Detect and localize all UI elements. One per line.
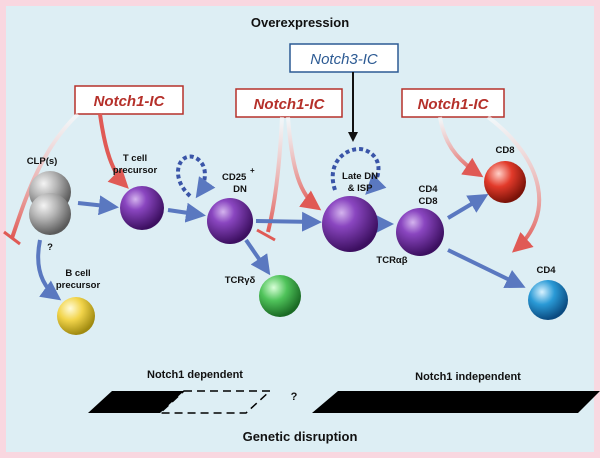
label-cd4-top: CD4 [418,184,438,195]
notch1-ic-box-left: Notch1-IC [74,85,184,115]
label-cd25: CD25 + [222,166,255,183]
red-arrow-to-cd4 [486,115,542,253]
label-clp: CLP(s) [27,156,58,167]
label-cd4: CD4 [536,265,556,276]
title-overexpression: Overexpression [251,15,349,30]
red-arrow-to-cd8 [438,116,484,178]
red-arrow-to-t-precursor [98,113,129,189]
b-precursor-cell [57,297,95,335]
arrow-clp-to-b-precursor [36,239,62,301]
tcr-gd-cell [259,275,301,317]
notch1-dependent-dashed-bar [158,390,272,414]
label-cd25-plus: + [250,166,255,175]
notch3-ic-box: Notch3-IC [289,43,399,73]
notch3-ic-label: Notch3-IC [310,51,378,68]
notch1-independent-bar [312,391,600,413]
arrow-cd4cd8-to-cd8 [446,193,489,220]
cd8-cell [484,161,526,203]
label-cd8: CD8 [495,145,514,156]
red-inhibition-arrow-clp [10,112,80,239]
label-tcr-ab: TCRαβ [376,255,407,266]
notch1-dependent-bar [88,391,184,413]
t-precursor-cell [120,186,164,230]
arrow-cd25-to-tcr-gd [244,238,271,276]
label-dn: DN [233,184,247,195]
notch1-ic-box-right: Notch1-IC [401,88,505,118]
label-cd8-top: CD8 [418,196,437,207]
arrow-clp-to-t-precursor [77,195,119,216]
label-late-dn: Late DN [342,171,378,182]
cd4-cell [528,280,568,320]
notch1-ic-label-left: Notch1-IC [94,93,166,110]
label-clp-question: ? [47,242,53,253]
panel-background [6,6,594,452]
cd4-cd8-cell [396,208,444,256]
label-dependency-unknown: ? [291,391,298,403]
label-cd25-text: CD25 [222,172,247,183]
arrow-cd25-to-late-dn [255,211,322,232]
label-notch1-independent: Notch1 independent [415,371,521,383]
late-dn-isp-cell [322,196,378,252]
clp-cell-front [29,193,71,235]
notch1-ic-box-mid: Notch1-IC [235,88,343,118]
label-isp: & ISP [348,183,373,194]
label-t-cell: T cell [123,153,147,164]
self-renewal-loop-late-dn [330,147,387,195]
label-t-precursor: precursor [113,165,158,176]
notch1-ic-label-mid: Notch1-IC [254,96,326,113]
self-renewal-loop-t-precursor [176,154,216,199]
arrow-t-precursor-to-cd25 [167,202,206,223]
cd25-dn-cell [207,198,253,244]
label-b-cell: B cell [65,268,90,279]
label-notch1-dependent: Notch1 dependent [147,369,243,381]
inhibition-bar-clp [3,230,21,246]
notch1-ic-label-right: Notch1-IC [418,96,490,113]
label-b-precursor: precursor [56,280,101,291]
label-tcr-gd: TCRγδ [225,275,256,286]
inhibition-bar-gd [256,228,276,242]
arrow-cd4cd8-to-cd4 [447,248,526,288]
title-genetic-disruption: Genetic disruption [243,429,358,444]
red-arrow-to-late-dn [286,116,322,211]
